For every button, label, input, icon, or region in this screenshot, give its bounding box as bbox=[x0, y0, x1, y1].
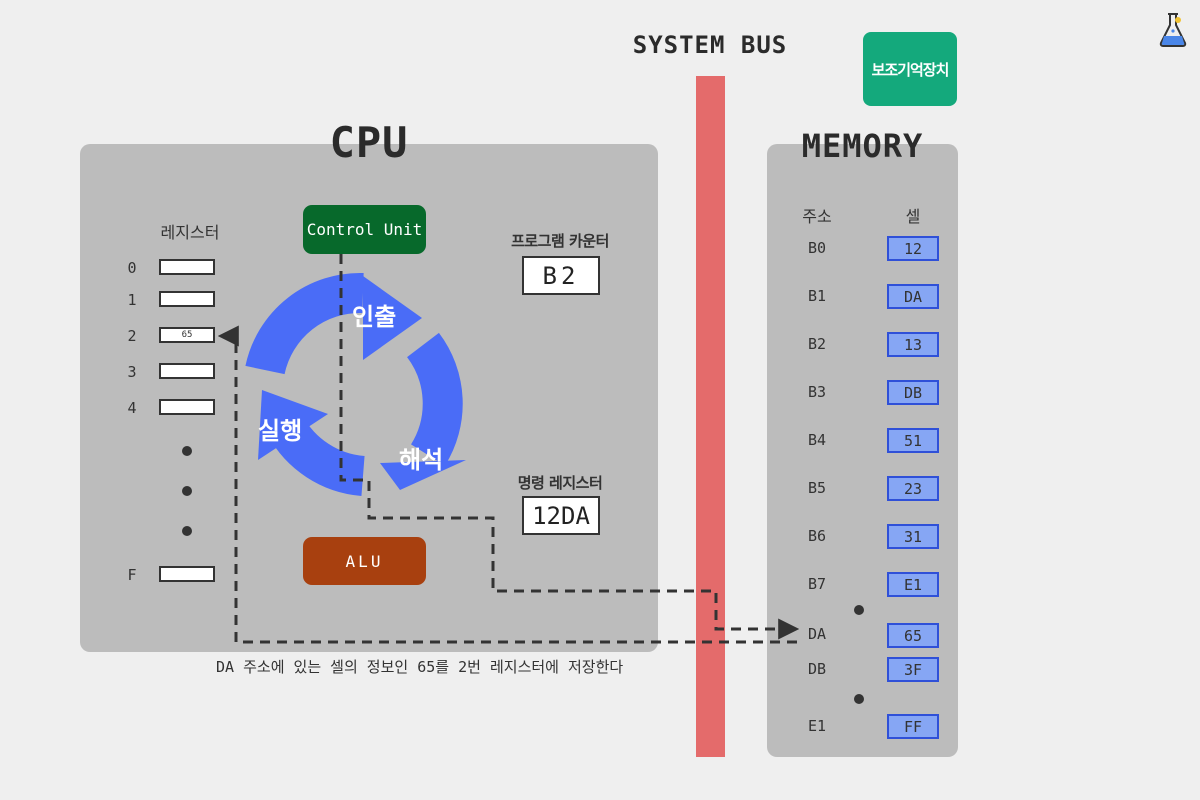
register-slot[interactable] bbox=[159, 399, 215, 415]
memory-cell[interactable]: 13 bbox=[887, 332, 939, 357]
memory-address: B0 bbox=[807, 239, 827, 257]
memory-address: B3 bbox=[807, 383, 827, 401]
memory-cell[interactable]: 31 bbox=[887, 524, 939, 549]
memory-cell[interactable]: FF bbox=[887, 714, 939, 739]
register-slot[interactable] bbox=[159, 363, 215, 379]
cpu-title: CPU bbox=[329, 118, 409, 167]
decode-label: 해석 bbox=[399, 446, 444, 474]
program-counter-value: B2 bbox=[522, 256, 600, 295]
memory-address: B7 bbox=[807, 575, 827, 593]
memory-address: B2 bbox=[807, 335, 827, 353]
memory-address: B1 bbox=[807, 287, 827, 305]
memory-address: B4 bbox=[807, 431, 827, 449]
register-slot[interactable] bbox=[159, 291, 215, 307]
address-heading: 주소 bbox=[802, 207, 832, 226]
memory-cell[interactable]: 51 bbox=[887, 428, 939, 453]
memory-cell[interactable]: 65 bbox=[887, 623, 939, 648]
instruction-register-label: 명령 레지스터 bbox=[517, 474, 603, 492]
fetch-arrow bbox=[245, 272, 364, 375]
register-label: 3 bbox=[127, 363, 137, 381]
memory-address: DB bbox=[807, 660, 827, 678]
memory-address: B6 bbox=[807, 527, 827, 545]
memory-cell[interactable]: DB bbox=[887, 380, 939, 405]
diagram-caption: DA 주소에 있는 셀의 정보인 65를 2번 레지스터에 저장한다 bbox=[216, 658, 624, 676]
cell-heading: 셀 bbox=[905, 207, 921, 226]
register-slot[interactable]: 65 bbox=[159, 327, 215, 343]
memory-address: B5 bbox=[807, 479, 827, 497]
execute-label: 실행 bbox=[258, 417, 303, 445]
ellipsis-dot bbox=[854, 605, 864, 615]
control-unit[interactable]: Control Unit bbox=[303, 205, 426, 254]
decode-arrow bbox=[406, 332, 463, 466]
memory-address: E1 bbox=[807, 717, 827, 735]
alu-unit[interactable]: ALU bbox=[303, 537, 426, 585]
memory-title: MEMORY bbox=[801, 127, 924, 165]
memory-cell[interactable]: 23 bbox=[887, 476, 939, 501]
register-slot[interactable] bbox=[159, 566, 215, 582]
execute-arrow-head bbox=[258, 390, 328, 460]
flask-icon[interactable] bbox=[1158, 12, 1188, 48]
register-label: 1 bbox=[127, 291, 137, 309]
program-counter-label: 프로그램 카운터 bbox=[511, 232, 609, 250]
memory-cell[interactable]: E1 bbox=[887, 572, 939, 597]
memory-cell[interactable]: DA bbox=[887, 284, 939, 309]
ellipsis-dot bbox=[182, 526, 192, 536]
fetch-arrow-head bbox=[363, 276, 422, 360]
decode-arrow-head bbox=[380, 460, 466, 490]
control-flow-path bbox=[339, 254, 800, 640]
ellipsis-dot bbox=[182, 446, 192, 456]
memory-cell[interactable]: 12 bbox=[887, 236, 939, 261]
bus-title: SYSTEM BUS bbox=[632, 31, 788, 59]
ellipsis-dot bbox=[182, 486, 192, 496]
ellipsis-dot bbox=[854, 694, 864, 704]
instruction-register-value: 12DA bbox=[522, 496, 600, 535]
register-label: 0 bbox=[127, 259, 137, 277]
register-label: 2 bbox=[127, 327, 137, 345]
register-heading: 레지스터 bbox=[160, 223, 220, 242]
register-label: 4 bbox=[127, 399, 137, 417]
data-flow-path bbox=[217, 325, 797, 644]
register-slot[interactable] bbox=[159, 259, 215, 275]
memory-address: DA bbox=[807, 625, 827, 643]
memory-cell[interactable]: 3F bbox=[887, 657, 939, 682]
secondary-storage-button[interactable]: 보조기억장치 bbox=[863, 32, 957, 106]
register-label: F bbox=[127, 566, 137, 584]
fetch-label: 인출 bbox=[352, 303, 397, 331]
